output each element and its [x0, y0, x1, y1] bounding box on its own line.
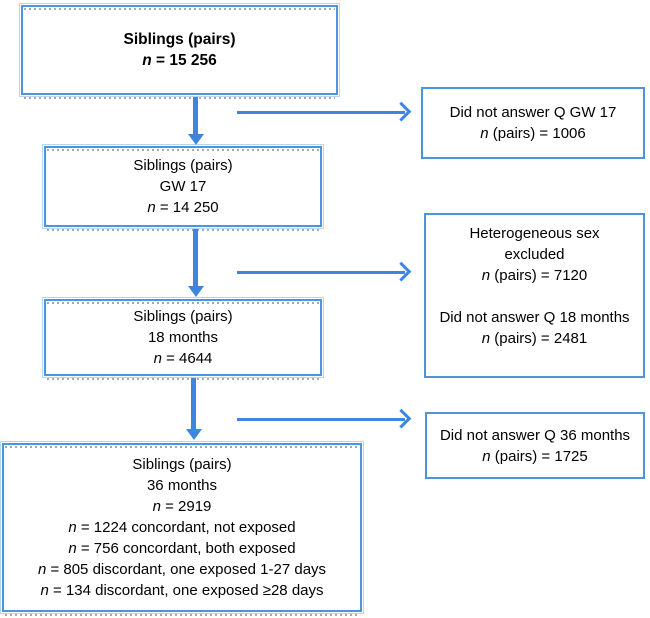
text-line: n (pairs) = 1006 [480, 125, 586, 142]
down-arrow-1 [187, 97, 204, 145]
text-line: n = 2919 [152, 498, 212, 515]
text-line: 36 months [146, 477, 218, 494]
text-line [532, 286, 536, 307]
branch-arrow-gw17 [237, 111, 405, 114]
text-line: Siblings (pairs) [132, 456, 232, 473]
down-arrow-3 [185, 378, 202, 440]
flow-box-siblings-18-months: Siblings (pairs) 18 months n = 4644 [42, 297, 324, 380]
text-line: n = 4644 [153, 350, 213, 367]
flow-box-excluded-36-months: Did not answer Q 36 months n (pairs) = 17… [425, 412, 645, 479]
text-line: n = 134 discordant, one exposed ≥28 days [40, 582, 324, 599]
text-line: excluded [504, 246, 565, 263]
text-line: Heterogeneous sex [469, 225, 600, 242]
branch-arrow-18-months [237, 271, 405, 274]
text-line: 18 months [147, 329, 219, 346]
flow-box-siblings-36-months: Siblings (pairs) 36 months n = 2919 n = 122… [0, 441, 364, 616]
flow-box-siblings-gw17: Siblings (pairs) GW 17 n = 14 250 [42, 144, 324, 231]
text-line: n (pairs) = 1725 [482, 447, 588, 465]
text-line: n = 805 discordant, one exposed 1-27 day… [37, 561, 327, 578]
text-line: Did not answer Q GW 17 [449, 104, 617, 121]
text-line: n = 756 concordant, both exposed [68, 540, 296, 557]
text-line: Did not answer Q 36 months [439, 426, 631, 444]
flow-box-excluded-18-months: Heterogeneous sex excluded n (pairs) = 712… [424, 213, 645, 378]
branch-arrow-36-months [237, 418, 405, 421]
text-line: Siblings (pairs) [133, 157, 233, 174]
flow-box-excluded-gw17: Did not answer Q GW 17 n (pairs) = 1006 [421, 87, 645, 159]
text-line: GW 17 [159, 178, 207, 195]
text-line: Did not answer Q 18 months [439, 309, 630, 326]
text-line: n = 15 256 [142, 52, 217, 69]
text-line: n (pairs) = 2481 [481, 330, 588, 347]
flow-box-siblings-total: Siblings (pairs) n = 15 256 [19, 3, 340, 99]
text-line: Siblings (pairs) [133, 308, 233, 325]
text-line: n = 14 250 [147, 199, 219, 216]
text-line: n = 1224 concordant, not exposed [68, 519, 296, 536]
down-arrow-2 [187, 229, 204, 297]
text-line: n (pairs) = 7120 [481, 267, 588, 284]
text-line: Siblings (pairs) [123, 31, 236, 48]
